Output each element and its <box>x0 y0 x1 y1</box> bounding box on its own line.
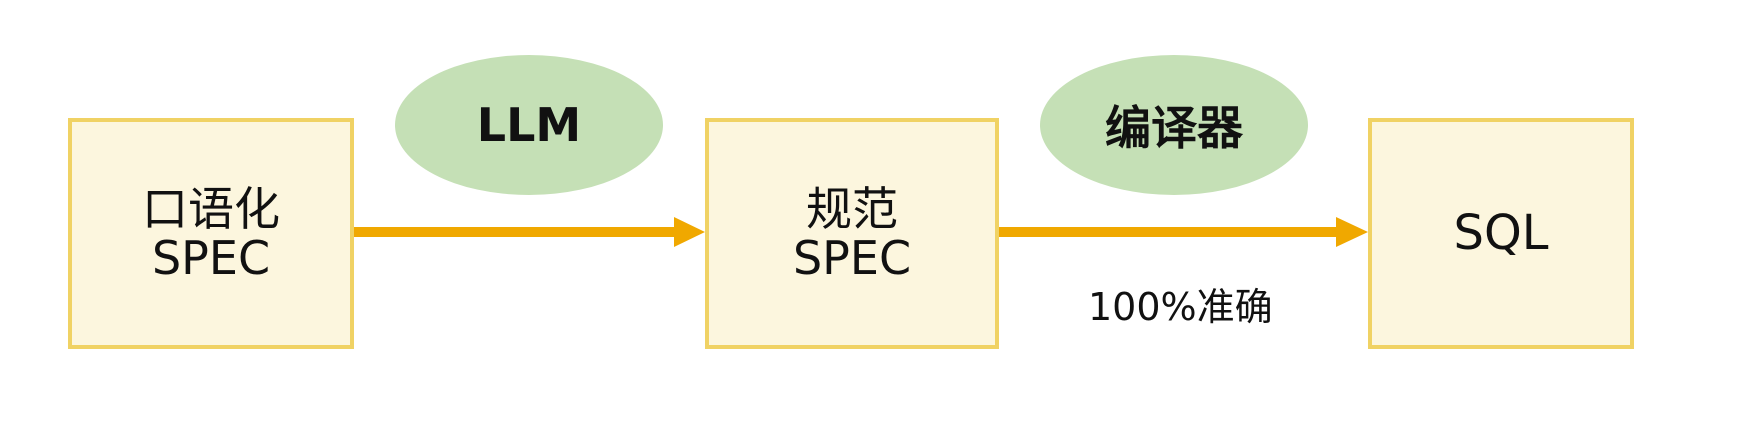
arrow-normalized-to-sql <box>999 217 1368 247</box>
processor-llm: LLM <box>395 55 663 195</box>
node-normalized-spec-line2: SPEC <box>792 230 912 285</box>
processor-compiler: 编译器 <box>1040 55 1308 195</box>
edge-label-accuracy: 100%准确 <box>1088 285 1273 329</box>
node-sql: SQL <box>1368 118 1634 349</box>
node-spoken-spec: 口语化 SPEC <box>68 118 354 349</box>
arrow-spoken-to-normalized <box>354 217 705 247</box>
node-normalized-spec-line1: 规范 <box>806 182 898 237</box>
node-spoken-spec-line1: 口语化 <box>142 182 280 237</box>
node-normalized-spec: 规范 SPEC <box>705 118 999 349</box>
node-spoken-spec-line2: SPEC <box>151 230 271 285</box>
node-sql-line1: SQL <box>1453 205 1549 262</box>
processor-compiler-label: 编译器 <box>1105 101 1243 155</box>
processor-llm-label: LLM <box>476 98 582 152</box>
